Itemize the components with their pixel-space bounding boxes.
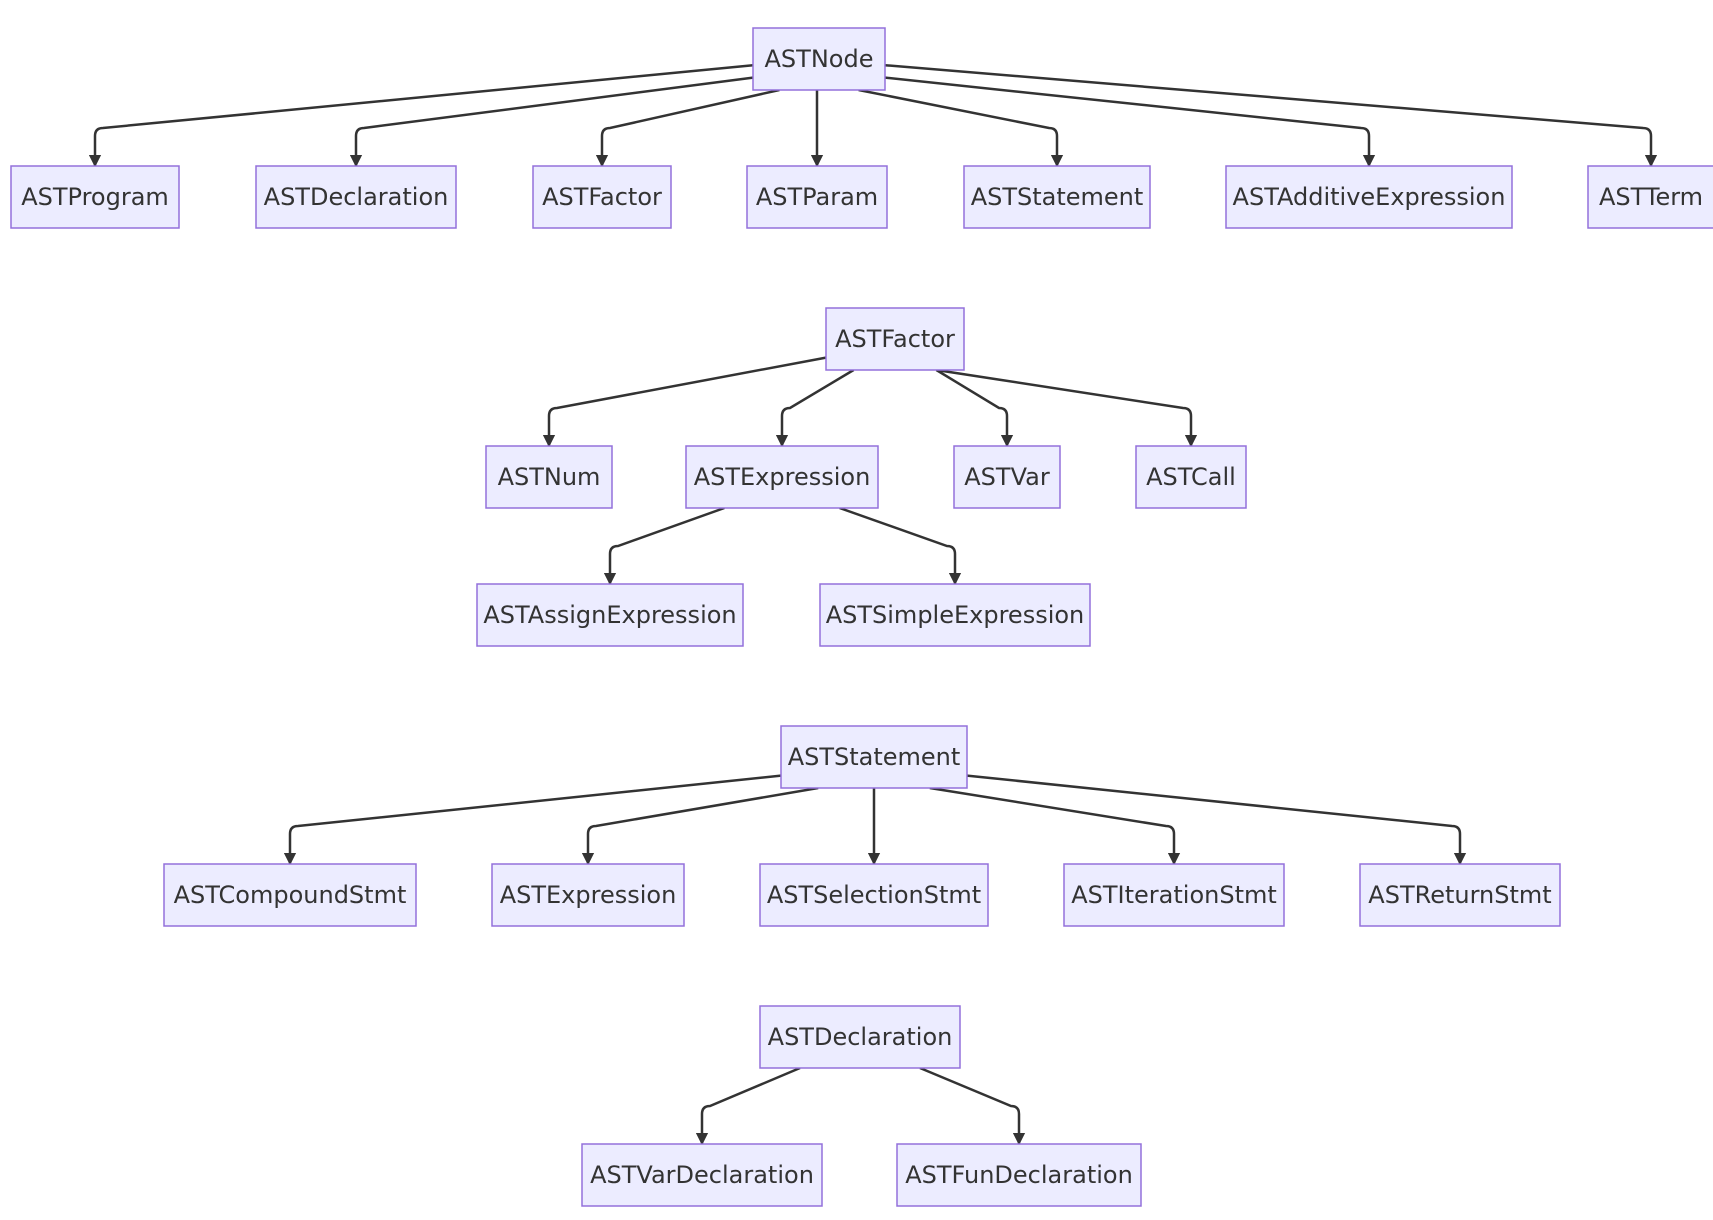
- edge-ast-expression-to-ast-assign-expression: [603, 506, 725, 586]
- node-box: [1135, 445, 1247, 509]
- node-label: ASTVar: [964, 463, 1050, 491]
- edge-ast-node-to-ast-program: [88, 63, 754, 168]
- edge-ast-statement-root-to-ast-iteration-stmt: [929, 786, 1181, 866]
- edge-ast-factor-root-to-ast-num: [542, 356, 827, 448]
- node-box: [1359, 863, 1561, 927]
- node-label: ASTFactor: [542, 183, 662, 211]
- node-ast-assign-expression: ASTAssignExpression: [476, 583, 744, 647]
- node-ast-declaration-root: ASTDeclaration: [759, 1005, 961, 1069]
- edge-ast-node-to-ast-term: [884, 63, 1658, 168]
- node-label: ASTParam: [756, 183, 878, 211]
- edge-ast-declaration-root-to-ast-fun-declaration: [919, 1066, 1026, 1146]
- node-ast-declaration: ASTDeclaration: [255, 165, 457, 229]
- edge-ast-factor-root-to-ast-var: [935, 368, 1014, 448]
- node-label: ASTSelectionStmt: [767, 881, 981, 909]
- node-ast-iteration-stmt: ASTIterationStmt: [1063, 863, 1285, 927]
- node-label: ASTAssignExpression: [483, 601, 736, 629]
- edge-ast-statement-root-to-ast-expression-stmt: [581, 786, 819, 866]
- edge-ast-declaration-root-to-ast-var-declaration: [695, 1066, 801, 1146]
- node-label: ASTStatement: [788, 743, 961, 771]
- node-ast-factor-root: ASTFactor: [825, 307, 965, 371]
- node-label: ASTSimpleExpression: [826, 601, 1085, 629]
- node-box: [1225, 165, 1513, 229]
- node-label: ASTDeclaration: [264, 183, 449, 211]
- node-label: ASTVarDeclaration: [590, 1161, 814, 1189]
- node-box: [819, 583, 1091, 647]
- edge-ast-statement-root-to-ast-compound-stmt: [283, 774, 782, 866]
- node-box: [491, 863, 685, 927]
- node-box: [476, 583, 744, 647]
- edge-ast-expression-to-ast-simple-expression: [839, 506, 962, 586]
- node-box: [163, 863, 417, 927]
- node-ast-call: ASTCall: [1135, 445, 1247, 509]
- node-box: [759, 1005, 961, 1069]
- node-box: [1063, 863, 1285, 927]
- node-label: ASTAdditiveExpression: [1233, 183, 1506, 211]
- node-box: [953, 445, 1061, 509]
- node-box: [780, 725, 968, 789]
- edge-ast-node-to-ast-statement: [858, 88, 1064, 168]
- node-ast-var: ASTVar: [953, 445, 1061, 509]
- node-box: [1587, 165, 1713, 229]
- node-ast-num: ASTNum: [485, 445, 613, 509]
- node-ast-compound-stmt: ASTCompoundStmt: [163, 863, 417, 927]
- node-box: [825, 307, 965, 371]
- edge-ast-node-to-ast-declaration: [349, 76, 754, 168]
- node-box: [581, 1143, 823, 1207]
- node-ast-node: ASTNode: [752, 27, 886, 91]
- edge-ast-node-to-ast-additive-expression: [884, 76, 1376, 168]
- node-box: [759, 863, 989, 927]
- edge-ast-factor-root-to-ast-call: [936, 368, 1198, 448]
- edge-ast-node-to-ast-factor: [595, 88, 780, 168]
- node-label: ASTStatement: [971, 183, 1144, 211]
- node-label: ASTDeclaration: [768, 1023, 953, 1051]
- node-label: ASTCompoundStmt: [174, 881, 407, 909]
- node-box: [685, 445, 879, 509]
- node-label: ASTFactor: [835, 325, 955, 353]
- node-label: ASTExpression: [694, 463, 871, 491]
- node-ast-statement-root: ASTStatement: [780, 725, 968, 789]
- node-label: ASTNode: [765, 45, 874, 73]
- node-ast-term: ASTTerm: [1587, 165, 1713, 229]
- node-box: [896, 1143, 1142, 1207]
- node-box: [255, 165, 457, 229]
- node-label: ASTFunDeclaration: [905, 1161, 1133, 1189]
- node-ast-return-stmt: ASTReturnStmt: [1359, 863, 1561, 927]
- edge-ast-factor-root-to-ast-expression: [775, 368, 855, 448]
- node-label: ASTReturnStmt: [1368, 881, 1551, 909]
- node-box: [752, 27, 886, 91]
- node-box: [746, 165, 888, 229]
- node-box: [10, 165, 180, 229]
- node-box: [532, 165, 672, 229]
- node-label: ASTCall: [1146, 463, 1236, 491]
- node-label: ASTIterationStmt: [1071, 881, 1277, 909]
- node-ast-param: ASTParam: [746, 165, 888, 229]
- node-box: [963, 165, 1151, 229]
- node-ast-expression-stmt: ASTExpression: [491, 863, 685, 927]
- node-ast-expression: ASTExpression: [685, 445, 879, 509]
- node-label: ASTProgram: [21, 183, 169, 211]
- node-label: ASTTerm: [1599, 183, 1703, 211]
- node-box: [485, 445, 613, 509]
- node-ast-statement: ASTStatement: [963, 165, 1151, 229]
- node-label: ASTExpression: [500, 881, 677, 909]
- node-ast-additive-expression: ASTAdditiveExpression: [1225, 165, 1513, 229]
- node-ast-program: ASTProgram: [10, 165, 180, 229]
- edge-ast-statement-root-to-ast-return-stmt: [966, 774, 1467, 866]
- node-ast-factor: ASTFactor: [532, 165, 672, 229]
- node-ast-fun-declaration: ASTFunDeclaration: [896, 1143, 1142, 1207]
- node-ast-simple-expression: ASTSimpleExpression: [819, 583, 1091, 647]
- node-ast-var-declaration: ASTVarDeclaration: [581, 1143, 823, 1207]
- node-ast-selection-stmt: ASTSelectionStmt: [759, 863, 989, 927]
- node-label: ASTNum: [498, 463, 601, 491]
